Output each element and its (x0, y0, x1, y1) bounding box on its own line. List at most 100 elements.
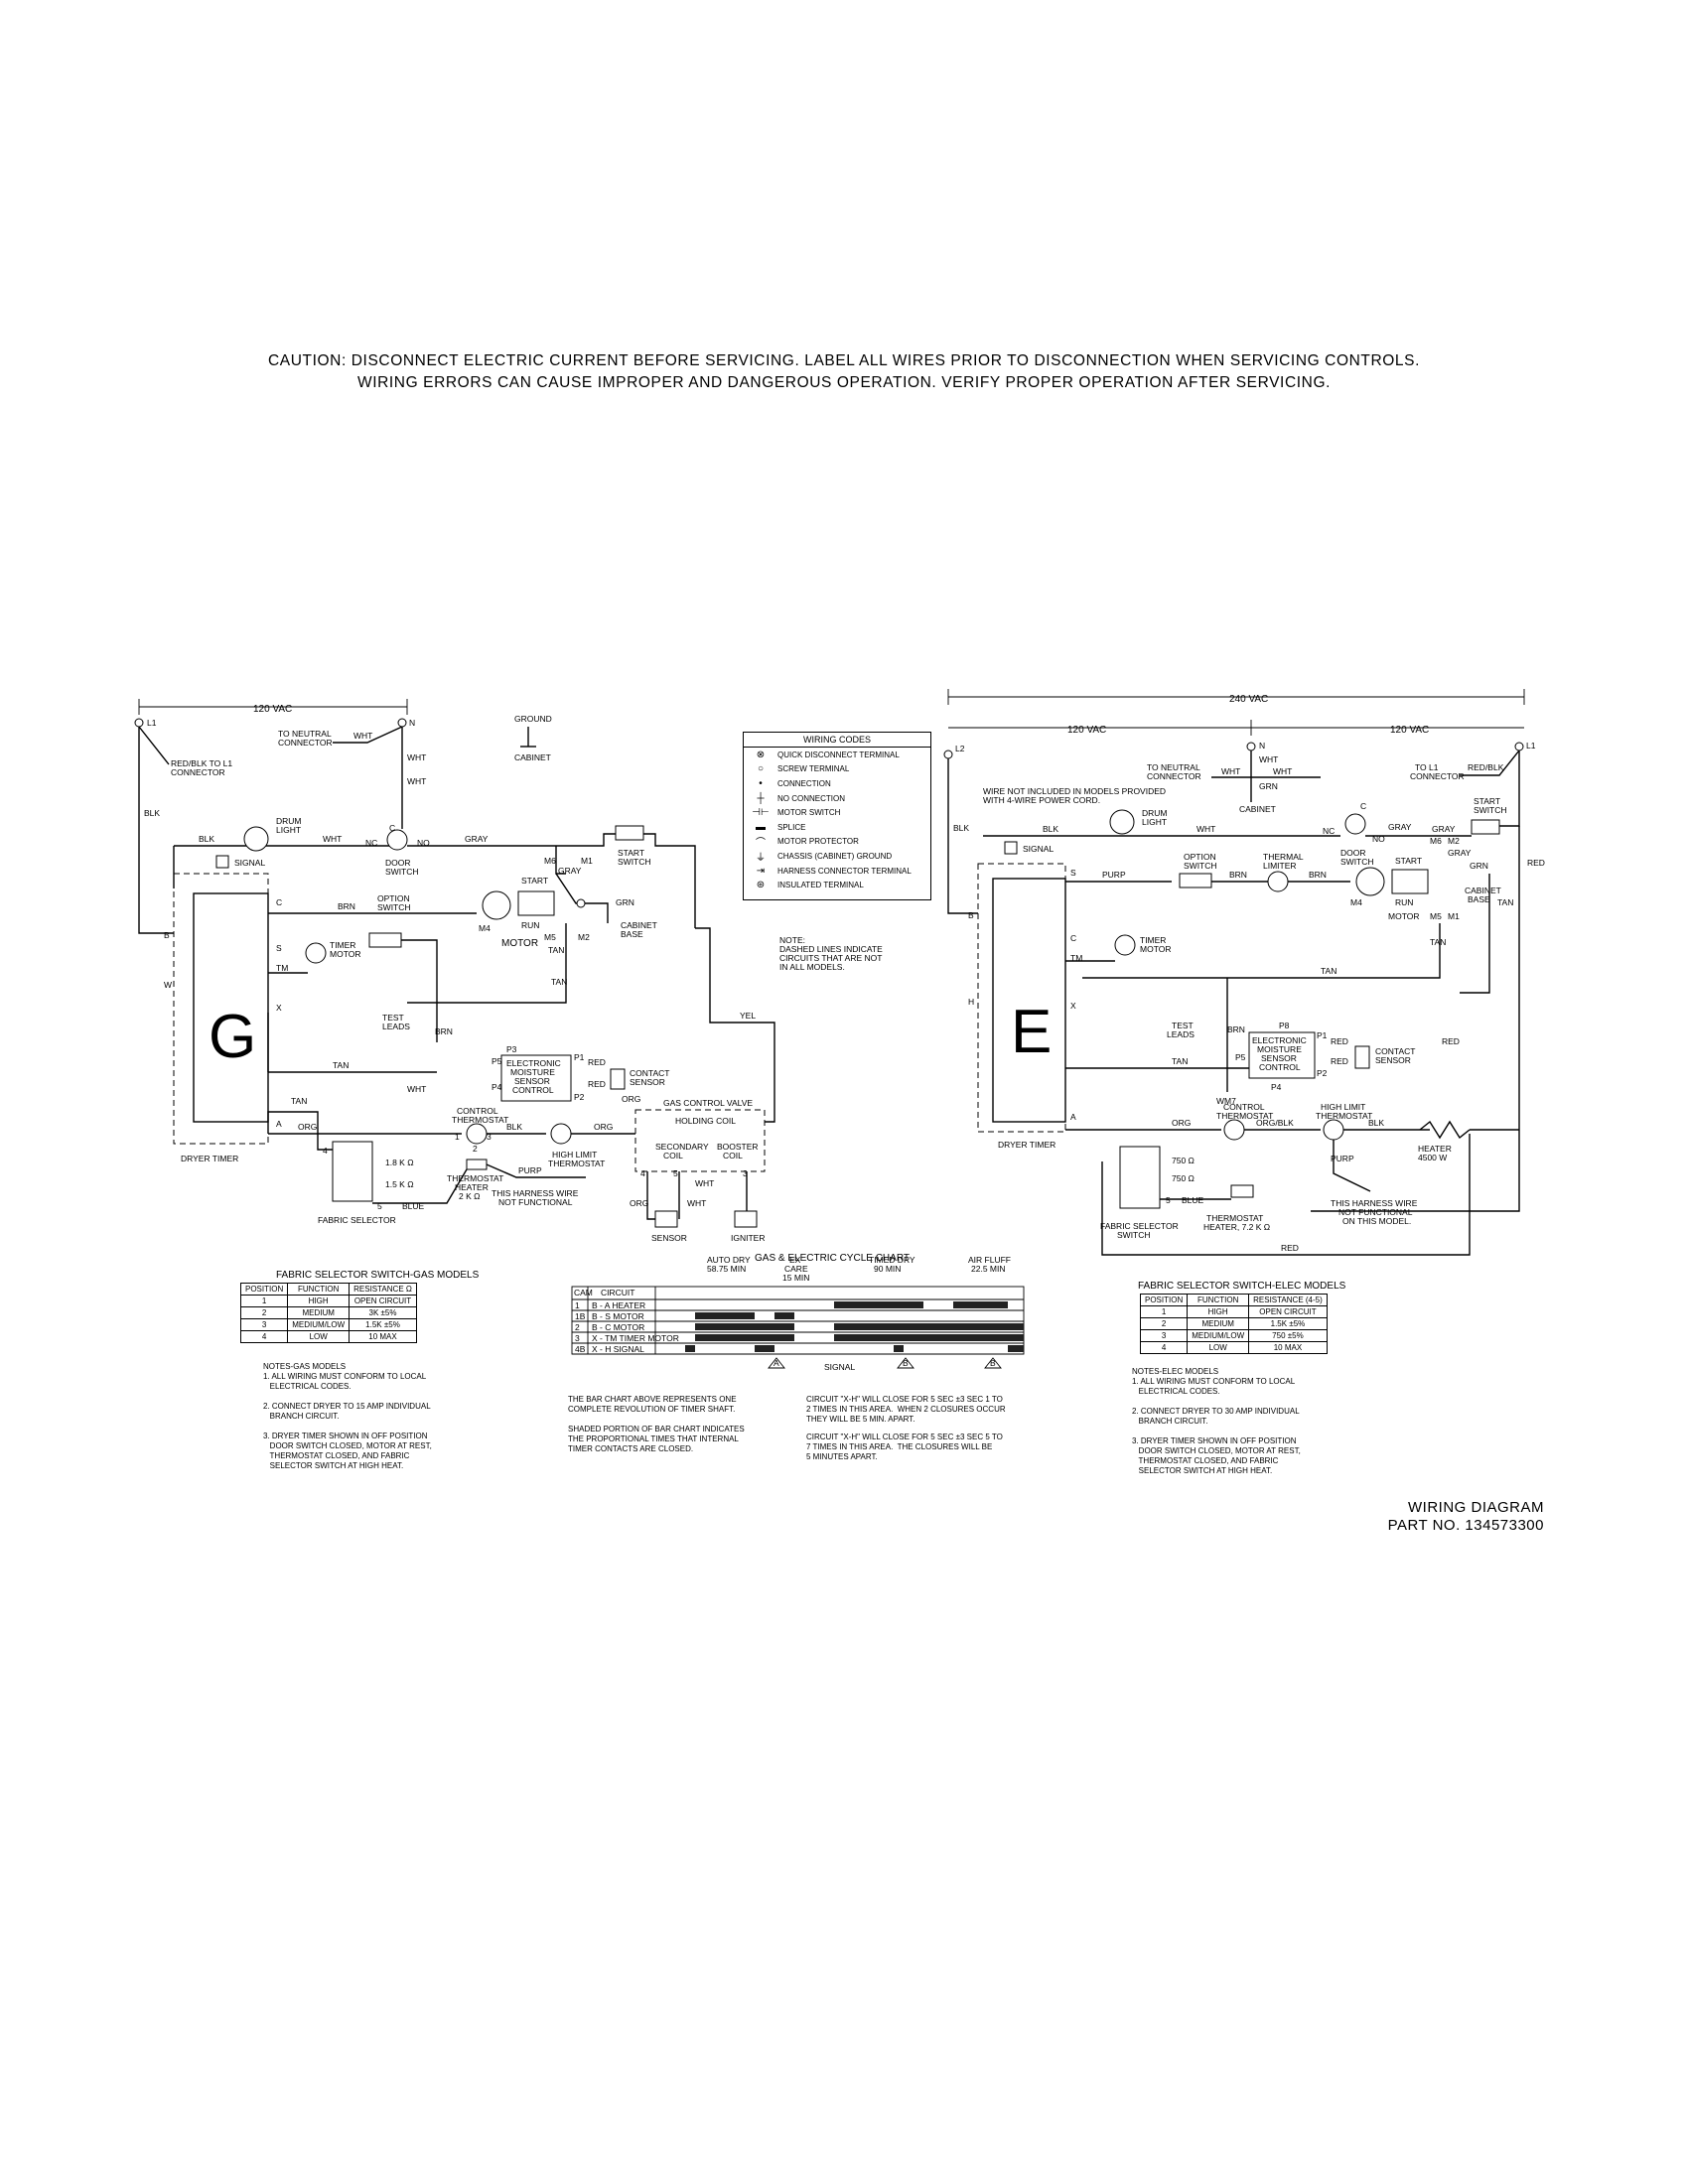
elec-heater-element (1419, 1120, 1471, 1140)
gas-test-leads-1: TEST (382, 1013, 404, 1023)
gas-option-switch-icon (368, 932, 402, 948)
gas-redblk-wire (138, 726, 170, 765)
gas-hilimit-org: ORG (594, 1122, 613, 1132)
legend-symbol-icon: ⊛ (756, 880, 766, 891)
table-cell: MEDIUM (1187, 1317, 1250, 1330)
gas-sensor-org: ORG (630, 1198, 648, 1208)
gas-voltage-label: 120 VAC (253, 704, 292, 715)
gas-signal-label: SIGNAL (234, 858, 265, 868)
cycle-mark-b: B (903, 1358, 909, 1368)
gas-harness-1: THIS HARNESS WIRE (492, 1188, 579, 1198)
gas-start-wire-right (643, 833, 696, 928)
gas-ems-box (500, 1054, 572, 1102)
gas-model-schematic: 120 VAC L1 N TO NEUTRAL CONNECTOR WHT RE… (134, 699, 883, 1243)
gas-ctrl-thermostat-icon (466, 1123, 488, 1145)
elec-heater-2: 4500 W (1418, 1153, 1447, 1162)
elec-hilimit-2: THERMOSTAT (1316, 1111, 1372, 1121)
gas-l1-wire (138, 727, 174, 934)
elec-model-schematic: 240 VAC 120 VAC 120 VAC L2 N L1 TO NEUTR… (943, 689, 1545, 1256)
elec-ems-red-1: RED (1331, 1036, 1348, 1046)
gas-ems-p2: P2 (574, 1092, 585, 1102)
elec-start-gray: GRAY (1432, 824, 1456, 834)
gas-contact-2: SENSOR (630, 1077, 665, 1087)
legend-row: ⏚CHASSIS (CABINET) GROUND (744, 849, 930, 864)
gas-r1: 1.8 K Ω (385, 1158, 414, 1167)
drawing-title: WIRING DIAGRAM (1408, 1499, 1544, 1516)
elec-door-no: NO (1372, 834, 1385, 844)
legend-row: ┼NO CONNECTION (744, 791, 930, 806)
legend-row: ⊛INSULATED TERMINAL (744, 878, 930, 892)
legend-label: HARNESS CONNECTOR TERMINAL (777, 866, 912, 876)
elec-ems-p8: P8 (1279, 1021, 1290, 1030)
cycle-bar (685, 1345, 695, 1352)
elec-timer-s: S (1070, 868, 1076, 878)
elec-l1-label: L1 (1526, 741, 1536, 751)
elec-side-red: RED (1442, 1036, 1460, 1046)
elec-hilimit-icon (1323, 1119, 1344, 1141)
elec-n-wht-3: WHT (1259, 754, 1278, 764)
gas-motor-terminal (576, 898, 586, 908)
table-cell: 10 MAX (1248, 1341, 1328, 1354)
gas-ctrl-1n: 1 (455, 1132, 460, 1142)
caution-banner: CAUTION: DISCONNECT ELECTRIC CURRENT BEF… (0, 350, 1688, 394)
cycle-mark-b2-triangle (984, 1357, 1002, 1369)
cycle-row-cam: 2 (575, 1322, 580, 1332)
cycle-fluff-min: 22.5 MIN (971, 1264, 1006, 1274)
elec-cab-base-1: CABINET (1465, 886, 1501, 895)
elec-ems-box (1248, 1031, 1316, 1079)
table-cell: 3 (1139, 1329, 1189, 1342)
elec-ems-1: ELECTRONIC (1252, 1035, 1307, 1045)
legend-row: ○SCREW TERMINAL (744, 762, 930, 777)
elec-harness-1: THIS HARNESS WIRE (1331, 1198, 1418, 1208)
elec-ems-p5: P5 (1235, 1052, 1246, 1062)
elec-timer-motor-2: MOTOR (1140, 944, 1171, 954)
gas-table-title: FABRIC SELECTOR SWITCH-GAS MODELS (276, 1270, 480, 1281)
cycle-row-circuit: B - A HEATER (592, 1300, 645, 1310)
gas-ctrl-3: 3 (487, 1132, 492, 1142)
elec-test-1: TEST (1172, 1021, 1194, 1030)
table-cell: 1.5K ±5% (1248, 1317, 1328, 1330)
gas-note-4: IN ALL MODELS. (779, 962, 845, 972)
elec-tol1-2: CONNECTOR (1410, 771, 1465, 781)
legend-row: ⊗QUICK DISCONNECT TERMINAL (744, 748, 930, 762)
cycle-timed-label: TIMED DRY (869, 1255, 915, 1265)
gas-drum-wht: WHT (323, 834, 342, 844)
gas-booster-1: BOOSTER (717, 1142, 759, 1152)
elec-fabric-selector-icon (1119, 1146, 1161, 1209)
gas-motor-m1: M1 (581, 856, 593, 866)
elec-ems-brn: BRN (1227, 1024, 1245, 1034)
gas-r2: 1.5 K Ω (385, 1179, 414, 1189)
gas-redblk-label-1: RED/BLK TO L1 (171, 758, 232, 768)
elec-neutral-2: CONNECTOR (1147, 771, 1201, 781)
elec-motor-gray: GRAY (1448, 848, 1472, 858)
cycle-bar (755, 1345, 774, 1352)
gas-l1-terminal (134, 718, 144, 728)
gas-ems-p5: P5 (492, 1056, 502, 1066)
elec-timer-b: B (968, 910, 974, 920)
elec-motor-label: MOTOR (1388, 911, 1419, 921)
table-cell: 1.5K ±5% (349, 1318, 417, 1331)
gas-fabric-selector-icon (332, 1141, 373, 1202)
cycle-note-bar-1: THE BAR CHART ABOVE REPRESENTS ONE COMPL… (568, 1395, 737, 1414)
gas-yel-label: YEL (740, 1011, 756, 1021)
cycle-fluff-label: AIR FLUFF (968, 1255, 1011, 1265)
table-header-cell: FUNCTION (287, 1283, 351, 1296)
elec-ems-2: MOISTURE (1257, 1044, 1302, 1054)
gas-theater-2: HEATER (455, 1182, 489, 1192)
gas-door-nc: NC (365, 838, 377, 848)
gas-cabinet-base-1: CABINET (621, 920, 657, 930)
gas-igniter-label: IGNITER (731, 1233, 765, 1243)
elec-tan-wire (1082, 923, 1441, 979)
elec-hilimit-1: HIGH LIMIT (1321, 1102, 1365, 1112)
caution-line-1: CAUTION: DISCONNECT ELECTRIC CURRENT BEF… (268, 352, 1420, 369)
gas-ctrl-2: THERMOSTAT (452, 1115, 508, 1125)
elec-door-2: SWITCH (1340, 857, 1374, 867)
elec-neutral-1: TO NEUTRAL (1147, 762, 1200, 772)
elec-motor-m1: M1 (1448, 911, 1460, 921)
elec-motor-icon (1355, 867, 1385, 896)
gas-timer-s: S (276, 943, 282, 953)
elec-tol1-1: TO L1 (1415, 762, 1439, 772)
